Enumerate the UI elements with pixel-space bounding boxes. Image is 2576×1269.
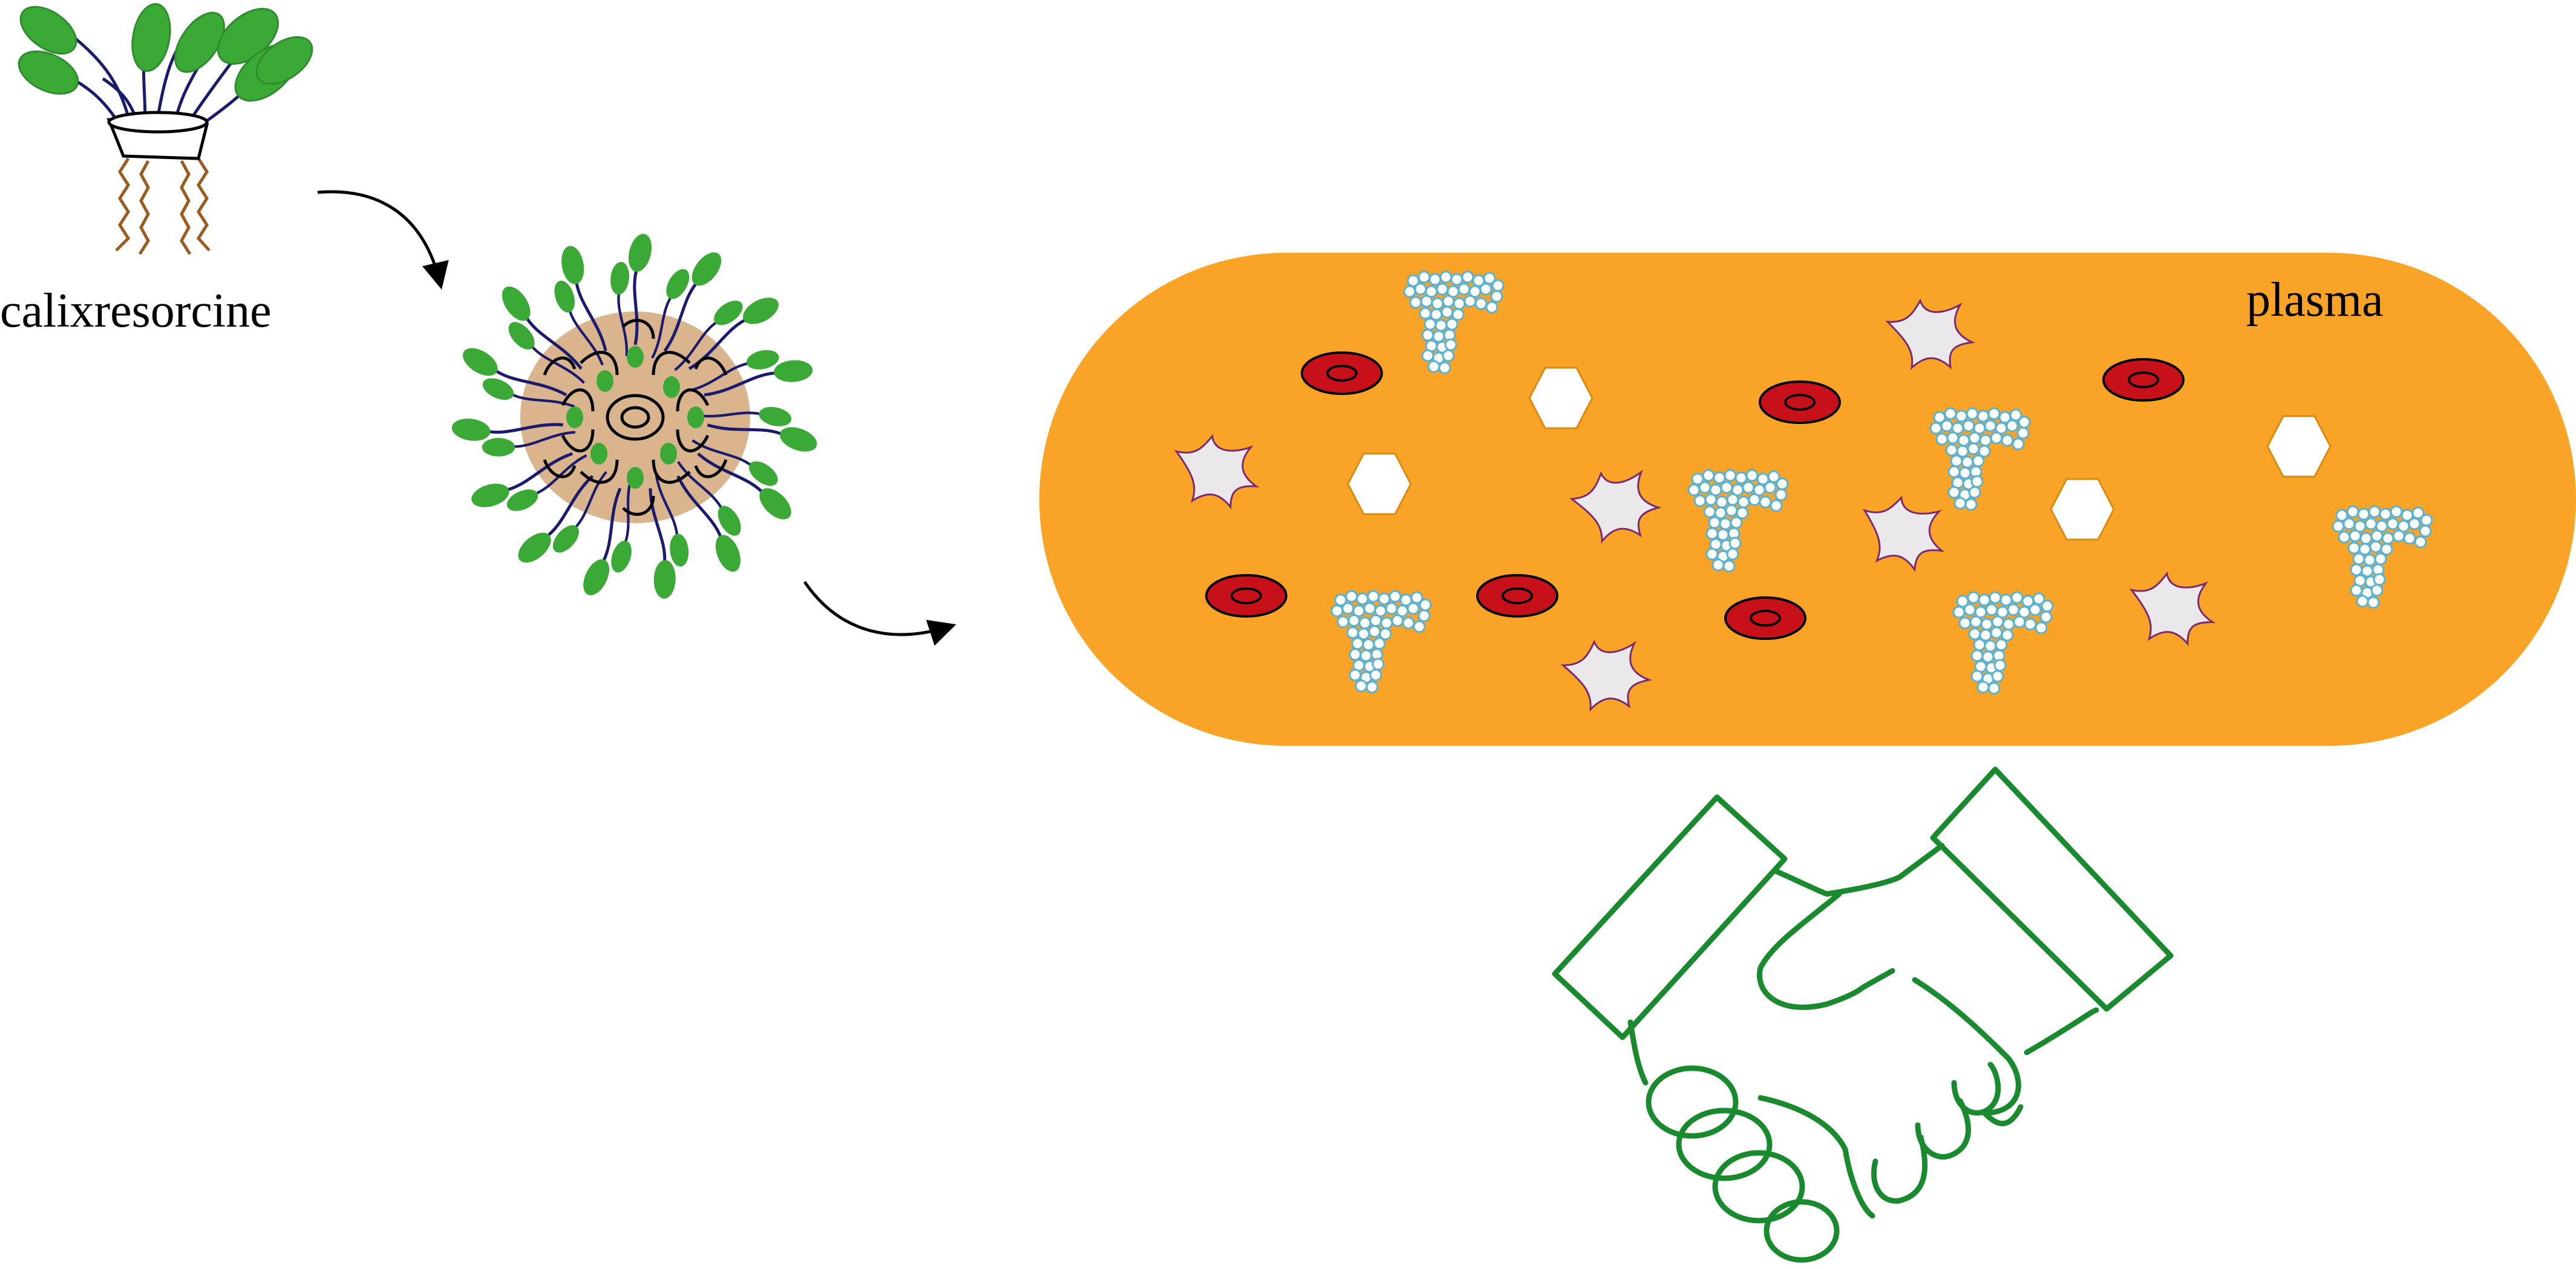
red-blood-cell-icon [1205, 574, 1287, 618]
curved-arrow-icon [803, 581, 956, 646]
red-blood-cell-icon [2102, 358, 2185, 402]
red-blood-cell-icon [1476, 574, 1558, 618]
red-blood-cell-icon [1724, 596, 1806, 640]
micelle-icon [448, 232, 822, 604]
calixresorcine-monomer-icon [18, 3, 313, 255]
handshake-icon [1552, 766, 2174, 1263]
red-blood-cell-icon [1301, 351, 1383, 395]
calixresorcine-label: calixresorcine [0, 284, 272, 338]
plasma-region [1039, 253, 2576, 746]
plasma-label: plasma [2246, 273, 2384, 327]
curved-arrow-icon [317, 190, 449, 290]
red-blood-cell-icon [1759, 380, 1841, 424]
